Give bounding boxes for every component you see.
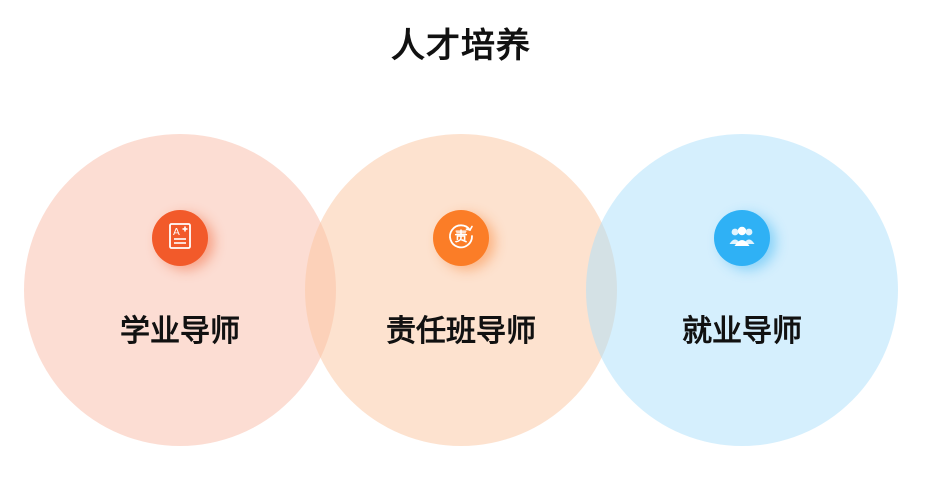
circle-employment-mentor: 就业导师 xyxy=(586,134,898,446)
page-title: 人才培养 xyxy=(391,26,531,66)
responsibility-glyph: 责 xyxy=(454,229,467,245)
circle-responsibility-mentor: 责 责任班导师 xyxy=(305,134,617,446)
circle-label-responsibility: 责任班导师 xyxy=(386,314,536,349)
grade-document-icon: A xyxy=(167,222,193,254)
circle-label-academic: 学业导师 xyxy=(120,314,240,349)
circle-label-employment: 就业导师 xyxy=(682,314,802,349)
circle-academic-mentor: A 学业导师 xyxy=(24,134,336,446)
icon-badge-employment xyxy=(714,210,770,266)
responsibility-icon: 责 xyxy=(446,221,476,255)
people-group-icon xyxy=(728,224,756,252)
icon-badge-responsibility: 责 xyxy=(433,210,489,266)
svg-text:A: A xyxy=(173,227,180,238)
icon-badge-academic: A xyxy=(152,210,208,266)
